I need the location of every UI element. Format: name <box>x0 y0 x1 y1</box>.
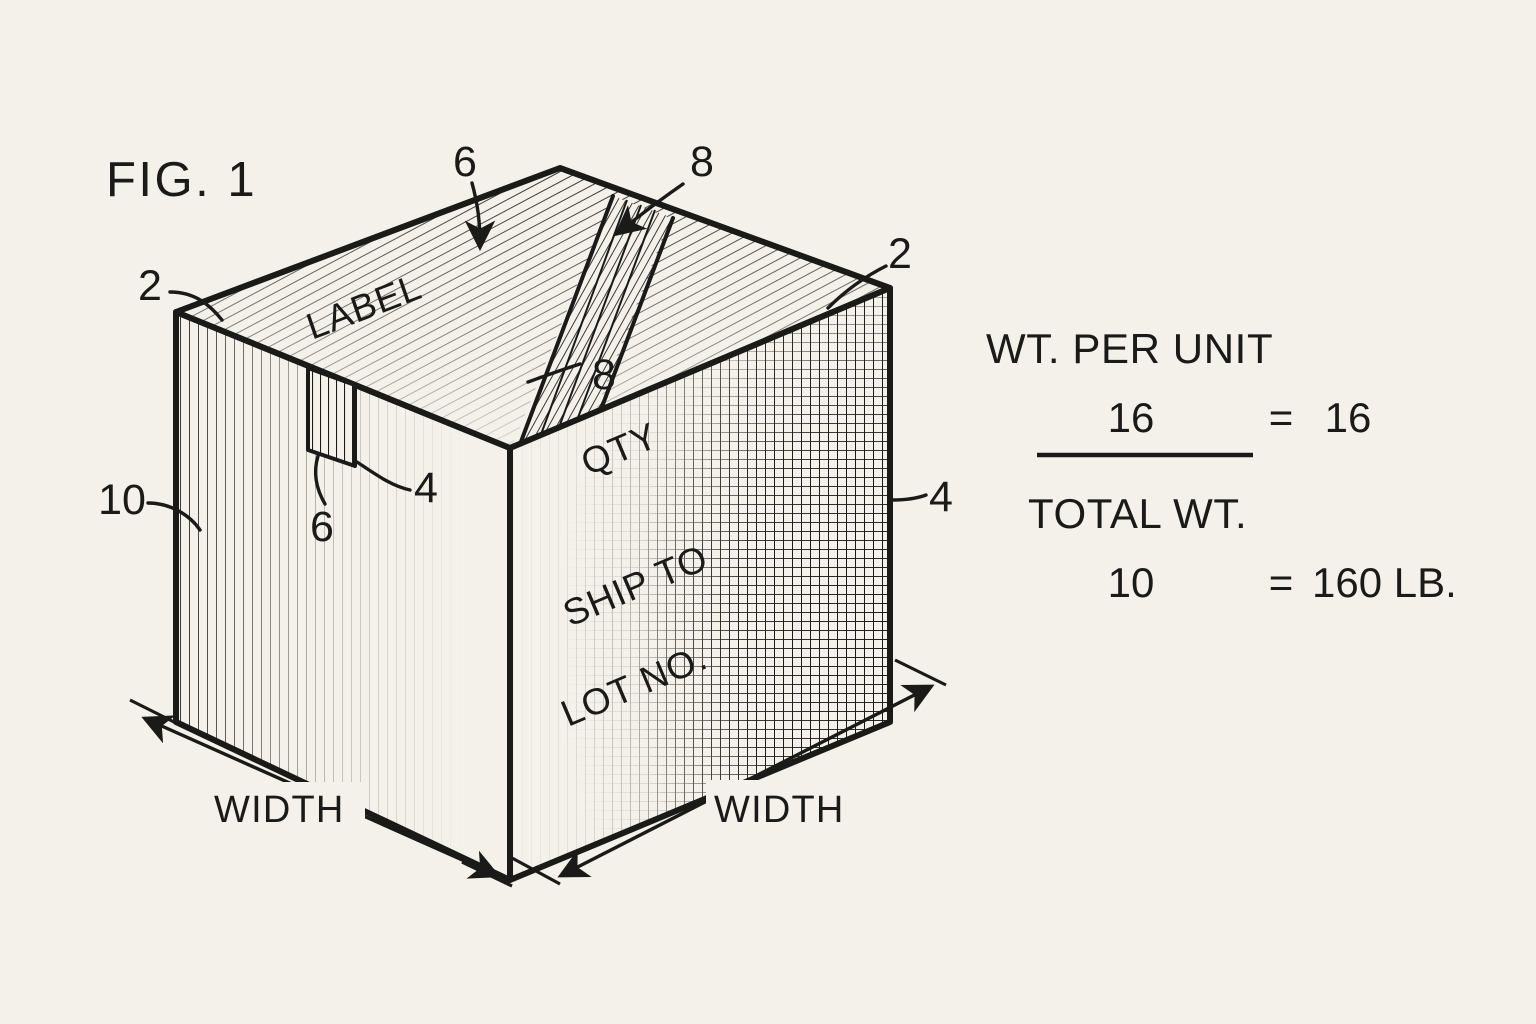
ref-numeral-4-right: 4 <box>929 473 953 521</box>
ref-numeral-6-top: 6 <box>453 138 477 186</box>
dimension-label-right: WIDTH <box>714 789 845 831</box>
formula-denominator-result: 160 LB. <box>1312 559 1457 606</box>
ref-numeral-8-top: 8 <box>690 138 714 186</box>
callout-2-left-corner: 2 <box>138 262 224 322</box>
ref-numeral-2-right: 2 <box>888 230 912 278</box>
formula-denominator-value: 10 <box>1108 559 1155 606</box>
formula-numerator-value: 16 <box>1108 394 1155 441</box>
ref-numeral-2-left: 2 <box>138 262 162 310</box>
figure-label: FIG. 1 <box>106 153 257 207</box>
dimension-right-width: WIDTH <box>511 658 947 886</box>
carton-flap-tab <box>306 366 357 468</box>
formula-numerator-result: 16 <box>1325 394 1372 441</box>
ref-numeral-8-front: 8 <box>592 351 616 399</box>
callout-6-tab: 6 <box>310 454 334 551</box>
ref-numeral-10: 10 <box>98 476 146 524</box>
ref-numeral-6-tab: 6 <box>310 503 334 551</box>
callout-6-top-flap: 6 <box>453 138 496 252</box>
ref-numeral-4-tab: 4 <box>414 464 438 512</box>
dimension-left-width: WIDTH <box>129 698 513 888</box>
callout-10-left-face: 10 <box>98 476 202 532</box>
formula-numerator-label: WT. PER UNIT <box>986 325 1273 372</box>
callout-4-right-edge: 4 <box>890 473 953 521</box>
callout-4-tab: 4 <box>355 460 438 512</box>
callout-8-tape-top: 8 <box>614 138 714 237</box>
formula-denominator-equals: = <box>1269 559 1294 606</box>
tape-band-top <box>510 194 675 456</box>
dimension-label-left: WIDTH <box>214 789 345 831</box>
formula-denominator-label: TOTAL WT. <box>1028 490 1247 537</box>
callout-8-tape-front: 8 <box>526 351 616 399</box>
callout-2-right-corner: 2 <box>826 230 912 310</box>
weight-formula: WT. PER UNIT 16 = 16 TOTAL WT. 10 = 160 … <box>986 325 1457 606</box>
formula-numerator-equals: = <box>1269 394 1294 441</box>
